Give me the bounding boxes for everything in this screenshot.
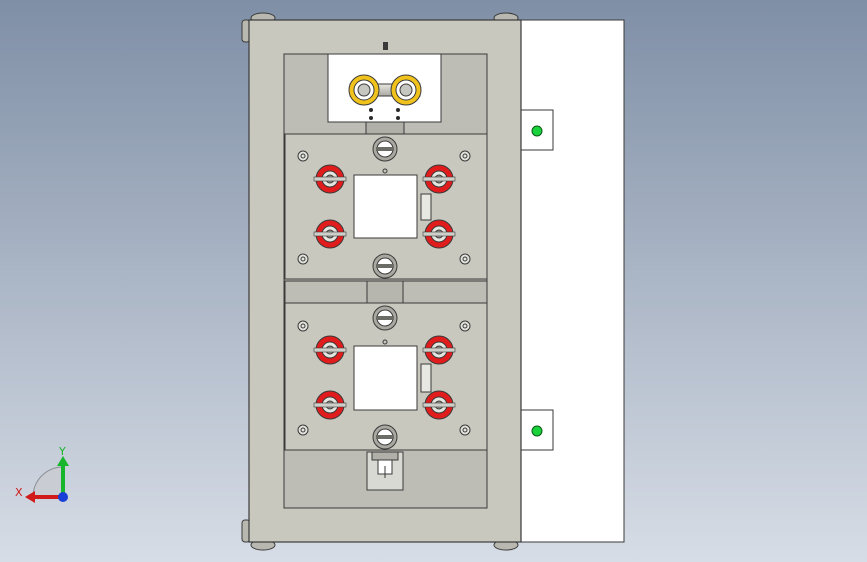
red-ring-icon — [422, 164, 456, 194]
red-ring-icon — [422, 219, 456, 249]
yellow-ring-right-icon — [390, 74, 422, 106]
screw-icon — [459, 320, 471, 332]
lower-window — [353, 345, 418, 411]
upper-latch — [420, 193, 432, 221]
z-axis-dot-icon — [58, 492, 68, 502]
x-arrowhead-icon — [25, 491, 35, 503]
top-bracket — [365, 121, 405, 135]
green-led-bottom-icon — [531, 425, 543, 437]
lower-latch — [420, 363, 432, 393]
x-axis-label: X — [15, 486, 23, 499]
sensor-cap — [371, 451, 399, 461]
clamp-knob-icon — [372, 305, 398, 331]
screw-icon — [297, 320, 309, 332]
red-ring-icon — [313, 164, 347, 194]
screw-icon — [459, 150, 471, 162]
clamp-knob-icon — [372, 136, 398, 162]
red-ring-icon — [313, 390, 347, 420]
screw-icon — [459, 253, 471, 265]
clamp-knob-icon — [372, 253, 398, 279]
top-pin-icon — [383, 42, 388, 50]
screw-icon — [297, 424, 309, 436]
red-ring-icon — [313, 335, 347, 365]
red-ring-icon — [422, 390, 456, 420]
red-ring-icon — [313, 219, 347, 249]
side-panel[interactable] — [519, 19, 625, 543]
fixture-details — [297, 136, 471, 450]
screw-icon — [297, 150, 309, 162]
middle-connector — [366, 280, 404, 304]
red-ring-icon — [422, 335, 456, 365]
y-axis-label: Y — [58, 445, 66, 458]
axis-triad: Y X — [15, 445, 69, 503]
clamp-knob-icon — [372, 424, 398, 450]
y-arrowhead-icon — [57, 456, 69, 466]
upper-window — [353, 174, 418, 239]
small-screws-icon — [369, 108, 400, 120]
screw-icon — [297, 253, 309, 265]
green-led-top-icon — [531, 125, 543, 137]
screw-icon — [459, 424, 471, 436]
yellow-ring-left-icon — [348, 74, 380, 106]
